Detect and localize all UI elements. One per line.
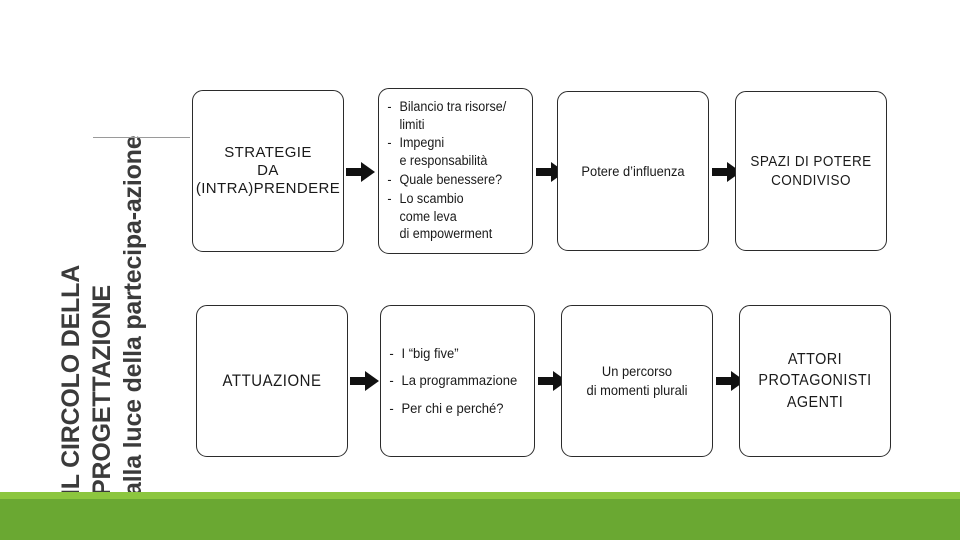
list-item: - La programmazione — [389, 367, 517, 394]
arrow-bigfive-to-percorso — [538, 370, 568, 392]
node-strategie-line-2: DA — [257, 162, 279, 180]
title-line-1: IL CIRCOLO DELLA — [57, 264, 85, 496]
bullet-dash: - — [387, 98, 392, 114]
node-potere-influenza-text: Potere d’influenza — [564, 163, 702, 180]
node-spazi-potere: SPAZI DI POTERE CONDIVISO — [735, 91, 887, 251]
list-item: - Per chi e perché? — [389, 395, 517, 422]
bullet-dash: - — [389, 344, 394, 361]
list-item: - Quale benessere? — [387, 171, 515, 189]
bilancio-list-items: - Bilancio tra risorse/ limiti - Impegni… — [379, 98, 521, 245]
arrow-strategie-to-bilancio — [346, 161, 376, 183]
list-item-text: Lo scambio come leva di empowerment — [399, 190, 493, 242]
list-item: - Lo scambio come leva di empowerment — [387, 190, 515, 243]
title-line-2: PROGETTAZIONE — [88, 285, 116, 496]
node-percorso-line-1: Un percorso — [601, 363, 673, 380]
node-attuazione-line-1: ATTUAZIONE — [222, 370, 322, 390]
list-item-text: Bilancio tra risorse/ limiti — [399, 98, 507, 132]
node-attuazione: ATTUAZIONE — [196, 305, 348, 457]
node-spazi-potere-line-1: SPAZI DI POTERE — [750, 152, 872, 170]
list-item: - Bilancio tra risorse/ limiti — [387, 98, 515, 134]
node-percorso: Un percorso di momenti plurali — [561, 305, 713, 457]
node-potere-influenza: Potere d’influenza — [557, 91, 709, 251]
node-strategie-text: STRATEGIE DA (INTRA)PRENDERE — [193, 144, 343, 197]
node-spazi-potere-line-2: CONDIVISO — [771, 172, 851, 189]
node-bilancio-list: - Bilancio tra risorse/ limiti - Impegni… — [378, 88, 533, 254]
node-percorso-line-2: di momenti plurali — [586, 382, 688, 398]
accent-band-light-green — [0, 492, 960, 499]
slide-title: IL CIRCOLO DELLA PROGETTAZIONE alla luce… — [57, 56, 182, 496]
arrow-potere-to-spazi — [712, 161, 742, 183]
bullet-dash: - — [387, 172, 392, 187]
list-item-text: Quale benessere? — [399, 172, 503, 187]
arrow-percorso-to-attori — [716, 370, 746, 392]
list-item-text: La programmazione — [401, 372, 518, 389]
bullet-dash: - — [389, 372, 394, 389]
list-item: - I “big five” — [389, 340, 517, 367]
list-item-text: I “big five” — [401, 344, 459, 361]
bigfive-list-items: - I “big five” - La programmazione - Per… — [381, 340, 523, 423]
node-attori-line-3: AGENTI — [786, 393, 844, 411]
title-divider-line — [93, 137, 190, 138]
node-spazi-potere-text: SPAZI DI POTERE CONDIVISO — [744, 152, 879, 191]
node-strategie: STRATEGIE DA (INTRA)PRENDERE — [192, 90, 344, 252]
bullet-dash: - — [389, 399, 394, 416]
node-attori-line-1: ATTORI — [787, 350, 843, 368]
node-strategie-line-3: (INTRA)PRENDERE — [195, 179, 341, 197]
accent-band-dark-green — [0, 499, 960, 540]
node-attuazione-text: ATTUAZIONE — [206, 371, 338, 391]
list-item-text: Per chi e perché? — [401, 399, 504, 416]
node-attori: ATTORI PROTAGONISTI AGENTI — [739, 305, 891, 457]
node-strategie-line-1: STRATEGIE — [224, 144, 312, 162]
list-item-text: Impegni e responsabilità — [399, 135, 488, 169]
bullet-dash: - — [387, 135, 392, 151]
node-percorso-text: Un percorso di momenti plurali — [568, 362, 706, 400]
node-attori-text: ATTORI PROTAGONISTI AGENTI — [748, 349, 883, 414]
node-bigfive-list: - I “big five” - La programmazione - Per… — [380, 305, 535, 457]
list-item: - Impegni e responsabilità — [387, 134, 515, 170]
node-potere-influenza-line-1: Potere d’influenza — [581, 162, 685, 179]
title-line-3: alla luce della partecipa-azione — [119, 135, 147, 496]
bullet-dash: - — [387, 190, 392, 206]
node-attori-line-2: PROTAGONISTI — [758, 372, 872, 390]
arrow-attuazione-to-bigfive — [350, 370, 380, 392]
